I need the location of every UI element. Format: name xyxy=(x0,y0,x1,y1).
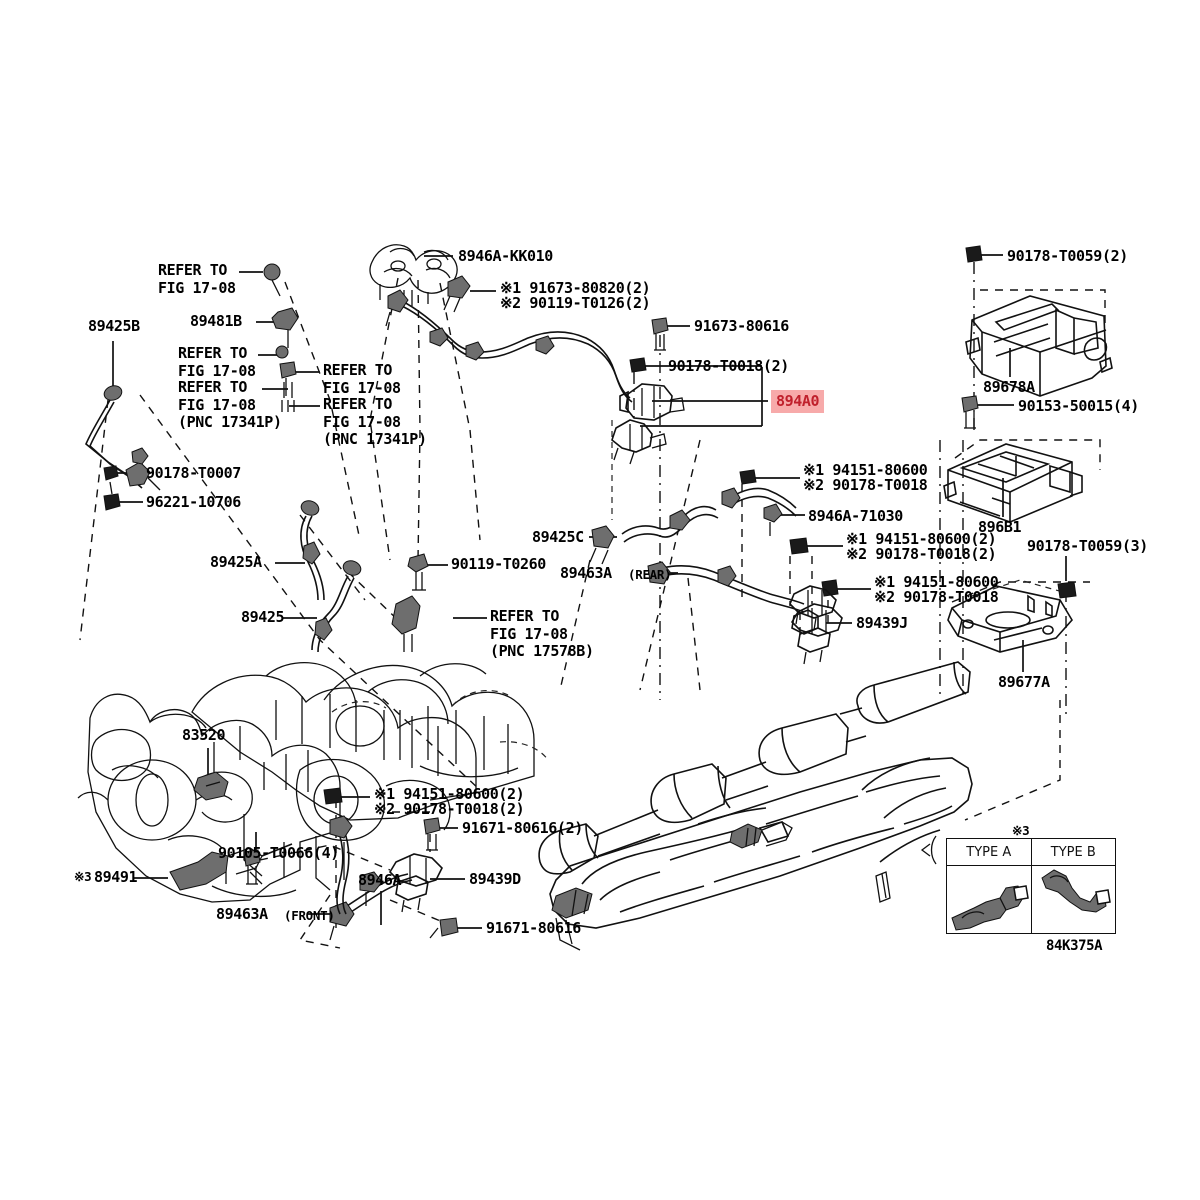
label-refer-fig-17-08-5: REFER TO FIG 17-08 (PNC 17341P) xyxy=(323,395,427,449)
label-part-90178-T0018-a: ※2 90178-T0018 xyxy=(803,476,928,494)
label-part-90153-50015: 90153-50015(4) xyxy=(1018,397,1139,415)
label-part-94151-80600-c: ※1 94151-80600 xyxy=(874,573,999,591)
type-a-header: TYPE A xyxy=(947,839,1032,865)
label-part-89439J: 89439J xyxy=(856,614,908,632)
label-part-89425: 89425 xyxy=(241,608,285,626)
label-part-90178-T0007: 90178-T0007 xyxy=(146,464,241,482)
label-part-91671-80616: 91671-80616 xyxy=(486,919,581,937)
label-refer-fig-17-08-6: REFER TO FIG 17-08 (PNC 17578B) xyxy=(490,607,594,661)
label-part-91673-80820: ※1 91673-80820(2) xyxy=(500,279,651,297)
label-part-90178-T0018-b: ※2 90178-T0018(2) xyxy=(846,545,997,563)
type-b-cell xyxy=(1032,866,1116,933)
label-refer-fig-17-08-3: REFER TO FIG 17-08 (PNC 17341P) xyxy=(178,378,282,432)
label-part-90178-T0018-2: 90178-T0018(2) xyxy=(668,357,789,375)
label-part-8946A-KK010: 8946A-KK010 xyxy=(458,247,553,265)
type-table-header: TYPE A TYPE B xyxy=(947,839,1115,866)
label-part-89463A-rear: 89463A xyxy=(560,564,612,582)
label-mark-3-89491: ※3 xyxy=(74,869,92,884)
label-part-894A0-highlighted: 894A0 xyxy=(771,390,825,413)
type-a-cell xyxy=(947,866,1032,933)
label-sheet-code: 84K375A xyxy=(1046,938,1103,954)
type-b-header: TYPE B xyxy=(1050,844,1096,860)
label-part-89425C: 89425C xyxy=(532,528,584,546)
label-part-90105-T0066: 90105-T0066(4) xyxy=(218,844,339,862)
label-part-89439D: 89439D xyxy=(469,870,521,888)
label-refer-fig-17-08-2: REFER TO FIG 17-08 xyxy=(178,344,256,380)
label-part-83520: 83520 xyxy=(182,726,226,744)
label-part-91671-80616-2: 91671-80616(2) xyxy=(462,819,583,837)
label-part-96221-10706: 96221-10706 xyxy=(146,493,241,511)
label-part-89481B: 89481B xyxy=(190,312,242,330)
label-part-89491: 89491 xyxy=(94,868,138,886)
label-part-89425B: 89425B xyxy=(88,317,140,335)
label-part-89463A-front: 89463A xyxy=(216,905,268,923)
type-table-body xyxy=(947,866,1115,933)
label-part-91673-80616: 91673-80616 xyxy=(694,317,789,335)
label-part-8946A-bottom: 8946A xyxy=(358,871,402,889)
label-part-90119-T0260: 90119-T0260 xyxy=(451,555,546,573)
label-part-89678A: 89678A xyxy=(983,378,1035,396)
label-part-90178-T0059-3: 90178-T0059(3) xyxy=(1027,537,1148,555)
label-refer-fig-17-08-4: REFER TO FIG 17-08 xyxy=(323,361,401,397)
type-variants-table: TYPE A TYPE B xyxy=(946,838,1116,934)
label-part-90178-T0018-c: ※2 90178-T0018 xyxy=(874,588,999,606)
label-part-90178-T0059-2: 90178-T0059(2) xyxy=(1007,247,1128,265)
label-part-89677A: 89677A xyxy=(998,673,1050,691)
label-part-90119-T0126: ※2 90119-T0126(2) xyxy=(500,294,651,312)
label-part-94151-80600-b: ※1 94151-80600(2) xyxy=(846,530,997,548)
label-part-94151-80600-d: ※1 94151-80600(2) xyxy=(374,785,525,803)
label-part-90178-T0018-d: ※2 90178-T0018(2) xyxy=(374,800,525,818)
label-part-896B1: 896B1 xyxy=(978,518,1022,536)
label-part-94151-80600-a: ※1 94151-80600 xyxy=(803,461,928,479)
label-part-8946A-71030: 8946A-71030 xyxy=(808,507,903,525)
label-part-89425A: 89425A xyxy=(210,553,262,571)
label-note-mark-3: ※3 xyxy=(1012,823,1030,838)
label-refer-fig-17-08-1: REFER TO FIG 17-08 xyxy=(158,261,236,297)
label-part-89463A-rear-sub: (REAR) xyxy=(628,567,672,582)
label-part-89463A-front-sub: (FRONT) xyxy=(284,908,335,923)
